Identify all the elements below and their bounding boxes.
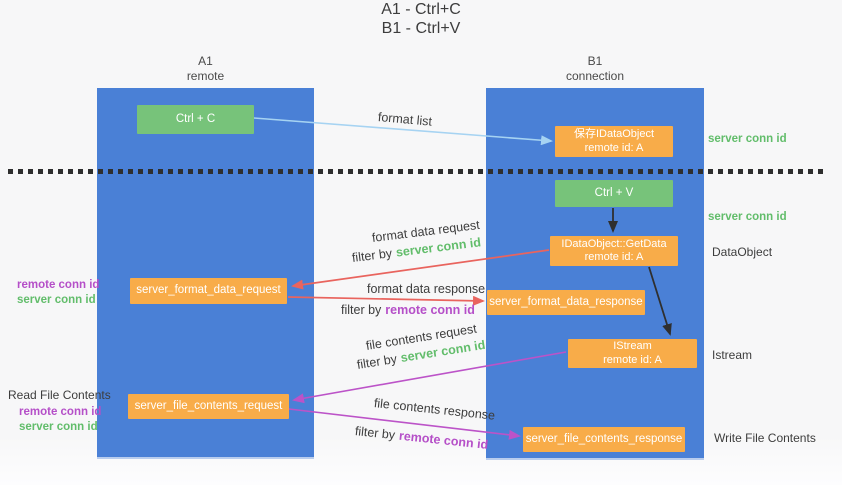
dotted-separator-line <box>8 169 823 174</box>
filter-by-text: filter by <box>351 246 393 265</box>
server-conn-id-annotation-top: server conn id <box>708 133 787 145</box>
server-conn-id-annotation-left-top: server conn id <box>17 294 96 306</box>
node-save-dataobject-line2: remote id: A <box>584 141 644 154</box>
lane-b1-role: connection <box>565 69 625 83</box>
node-server-format-data-response: server_format_data_response <box>487 290 645 315</box>
remote-conn-id-annotation-top: remote conn id <box>17 279 100 291</box>
file-contents-response-label: file contents response <box>373 396 496 423</box>
conn-id-pair-bottom: remote conn id server conn id <box>19 405 101 435</box>
format-data-response-arrow <box>287 295 485 306</box>
node-server-file-contents-response: server_file_contents_response <box>523 427 685 452</box>
title-line-1: A1 - Ctrl+C <box>381 1 461 18</box>
diagram-title: A1 - Ctrl+C B1 - Ctrl+V <box>0 0 842 38</box>
conn-id-pair-top: remote conn id server conn id <box>17 278 99 308</box>
read-file-contents-annotation: Read File Contents <box>8 388 111 402</box>
write-file-contents-annotation: Write File Contents <box>714 431 816 445</box>
node-file-response-label: server_file_contents_response <box>525 432 683 445</box>
node-save-dataobject: 保存IDataObject remote id: A <box>555 126 673 157</box>
istream-annotation: Istream <box>712 348 753 362</box>
lane-a1-name: A1 <box>198 54 213 68</box>
node-save-dataobject-line1: 保存IDataObject <box>573 128 655 140</box>
server-conn-id-annotation-mid: server conn id <box>708 211 787 223</box>
remote-conn-id-annotation-bottom: remote conn id <box>19 406 102 418</box>
node-ctrl-c-label: Ctrl + C <box>175 112 216 125</box>
node-ctrl-v-label: Ctrl + V <box>594 186 634 199</box>
node-getdata-line1: IDataObject::GetData <box>561 237 667 250</box>
node-file-request-label: server_file_contents_request <box>134 399 283 412</box>
node-ctrl-c: Ctrl + C <box>137 105 254 134</box>
node-getdata-line2: remote id: A <box>584 251 644 263</box>
node-format-request-label: server_format_data_request <box>136 284 281 297</box>
lane-header-b1: B1 connection <box>486 54 704 84</box>
node-istream-line1: IStream <box>613 340 652 352</box>
node-ctrl-v: Ctrl + V <box>555 180 673 207</box>
dataobject-annotation: DataObject <box>712 245 773 259</box>
format-list-label: format list <box>377 110 433 129</box>
node-getdata: IDataObject::GetData remote id: A <box>550 236 678 266</box>
remote-conn-id-text: remote conn id <box>385 303 475 317</box>
lane-a1-role: remote <box>186 69 225 83</box>
node-istream-line2: remote id: A <box>603 353 662 366</box>
node-server-file-contents-request: server_file_contents_request <box>128 394 289 419</box>
remote-conn-id-text: remote conn id <box>398 428 489 452</box>
server-conn-id-annotation-left-bottom: server conn id <box>19 421 98 433</box>
node-server-format-data-request: server_format_data_request <box>130 278 287 304</box>
title-line-2: B1 - Ctrl+V <box>381 20 461 37</box>
filter-by-text: filter by <box>354 424 396 443</box>
format-data-response-label: format data response <box>367 282 486 296</box>
filter-by-text: filter by <box>341 303 382 317</box>
filter-by-text: filter by <box>355 351 398 372</box>
node-istream: IStream remote id: A <box>568 339 697 368</box>
node-format-response-label: server_format_data_response <box>489 295 643 308</box>
lane-b1-name: B1 <box>587 54 603 68</box>
lane-header-a1: A1 remote <box>97 54 314 84</box>
